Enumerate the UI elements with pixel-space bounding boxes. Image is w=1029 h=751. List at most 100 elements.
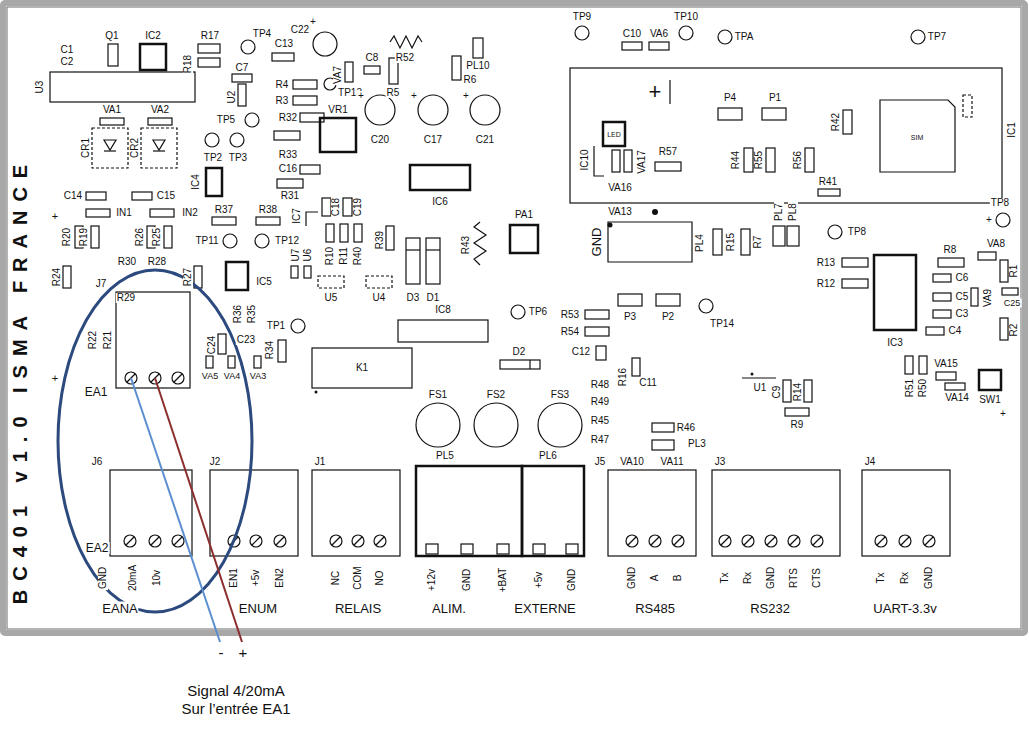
silkscreen-label: IC4 bbox=[191, 173, 201, 191]
silkscreen-label: J1 bbox=[314, 457, 327, 467]
test-point bbox=[241, 40, 255, 54]
silkscreen-label: R31 bbox=[280, 191, 300, 201]
component-outline bbox=[971, 288, 978, 306]
component-outline bbox=[783, 380, 791, 402]
board-block bbox=[461, 544, 473, 554]
terminal-screw bbox=[649, 535, 661, 547]
silkscreen-label: PL6 bbox=[538, 451, 558, 461]
silkscreen-label: C11 bbox=[638, 378, 658, 388]
ic-package bbox=[206, 168, 222, 196]
component-outline bbox=[843, 110, 852, 134]
silkscreen-label: TP4 bbox=[252, 29, 272, 39]
silkscreen-label: R20 bbox=[62, 227, 72, 247]
component-outline bbox=[652, 440, 674, 450]
silkscreen-label: R7 bbox=[753, 235, 763, 250]
silkscreen-label: R25 bbox=[152, 227, 162, 247]
silkscreen-label: IC3 bbox=[886, 338, 904, 348]
silkscreen-label: C22 bbox=[290, 25, 310, 35]
terminal-screw bbox=[788, 535, 800, 547]
terminal-screw bbox=[374, 535, 386, 547]
component-outline bbox=[254, 356, 261, 368]
silkscreen-label: P4 bbox=[723, 93, 737, 103]
component-outline bbox=[473, 38, 483, 58]
silkscreen-label: R33 bbox=[278, 150, 298, 160]
silkscreen-label: VA15 bbox=[933, 359, 959, 369]
test-point bbox=[223, 234, 237, 248]
silkscreen-label: VA17 bbox=[637, 149, 647, 175]
signal-wire bbox=[131, 378, 242, 642]
test-point bbox=[718, 30, 732, 44]
silkscreen-label: R10 bbox=[325, 246, 335, 266]
silkscreen-label: C25 bbox=[1003, 299, 1022, 308]
component-outline bbox=[364, 66, 380, 74]
silkscreen-label: R51 bbox=[905, 378, 915, 398]
component-outline bbox=[1000, 318, 1008, 340]
test-point bbox=[245, 113, 259, 127]
component-outline bbox=[291, 266, 298, 278]
silkscreen-label: EANA bbox=[101, 602, 138, 615]
silkscreen-label: R19 bbox=[79, 227, 89, 247]
silkscreen-label: C1 bbox=[60, 45, 75, 55]
silkscreen-label: RTS bbox=[789, 567, 799, 589]
silkscreen-label: GND bbox=[567, 568, 577, 592]
silkscreen-label: C3 bbox=[955, 309, 970, 319]
signal-wire bbox=[155, 378, 242, 642]
silkscreen-label: R13 bbox=[816, 258, 836, 268]
component-outline bbox=[108, 44, 118, 66]
silkscreen-label: TP14 bbox=[709, 319, 735, 329]
silkscreen-line bbox=[315, 391, 318, 394]
component-outline bbox=[926, 327, 944, 335]
ic-package bbox=[979, 370, 1001, 390]
silkscreen-label: +BAT bbox=[498, 567, 508, 594]
component-outline bbox=[322, 198, 331, 216]
silkscreen-label: J3 bbox=[714, 457, 727, 467]
component-outline bbox=[624, 150, 632, 172]
component-outline bbox=[585, 327, 609, 336]
silkscreen-label: EXTERNE bbox=[513, 602, 576, 615]
silkscreen-label: - bbox=[218, 645, 225, 660]
terminal-screw bbox=[719, 535, 731, 547]
silkscreen-label: R26 bbox=[135, 227, 145, 247]
silkscreen-label: C9 bbox=[772, 385, 782, 400]
component-outline bbox=[938, 258, 964, 267]
silkscreen-label: R37 bbox=[214, 205, 234, 215]
silkscreen-label: C16 bbox=[278, 164, 298, 174]
component-outline bbox=[198, 58, 220, 67]
silkscreen-label: VA14 bbox=[944, 393, 970, 403]
board-block bbox=[608, 470, 696, 556]
silkscreen-label: R42 bbox=[831, 112, 841, 132]
silkscreen-label: PL4 bbox=[695, 233, 705, 253]
component-outline bbox=[933, 293, 951, 301]
board-block bbox=[50, 72, 195, 102]
silkscreen-label: C6 bbox=[955, 273, 970, 283]
round-component bbox=[313, 32, 582, 447]
silkscreen-label: FS1 bbox=[428, 390, 448, 400]
silkscreen-label: + bbox=[648, 81, 663, 103]
silkscreen-label: PL5 bbox=[435, 451, 455, 461]
component-outline bbox=[1000, 260, 1008, 282]
silkscreen-label: ALIM. bbox=[431, 602, 467, 615]
component-outline bbox=[354, 224, 362, 242]
component-outline bbox=[718, 108, 742, 120]
silkscreen-label: C10 bbox=[622, 29, 642, 39]
silkscreen-label: C13 bbox=[274, 39, 294, 49]
silkscreen-label: SW1 bbox=[978, 395, 1002, 405]
terminal-screw bbox=[124, 372, 935, 547]
component-outline bbox=[762, 108, 786, 120]
component-outline bbox=[741, 229, 750, 255]
silkscreen-label: J7 bbox=[95, 279, 108, 289]
silkscreen-label: Rx bbox=[743, 571, 753, 585]
component-outline bbox=[655, 162, 681, 171]
silkscreen-label: C19 bbox=[353, 197, 363, 217]
component-outline bbox=[232, 74, 252, 82]
silkscreen-label: VA11 bbox=[660, 457, 685, 467]
ic-package bbox=[603, 122, 625, 146]
silkscreen-label: CR1 bbox=[81, 137, 91, 159]
component-outline bbox=[785, 408, 809, 416]
silkscreen-label: R29 bbox=[116, 293, 136, 303]
component-outline bbox=[500, 360, 540, 369]
silkscreen-label: +5v bbox=[534, 571, 544, 589]
component-outline bbox=[652, 423, 674, 432]
silkscreen-label: R36 bbox=[233, 304, 243, 324]
silkscreen-label: +5v bbox=[251, 569, 261, 587]
